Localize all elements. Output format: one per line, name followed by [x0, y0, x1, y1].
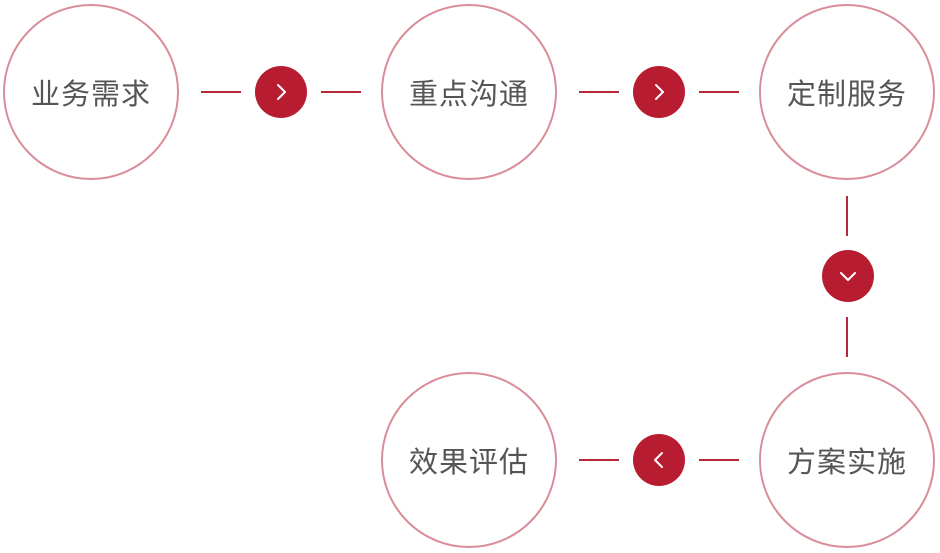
connector-line: [699, 91, 739, 93]
next-arrow-button[interactable]: [255, 66, 307, 118]
down-arrow-button[interactable]: [822, 250, 874, 302]
step-custom-service[interactable]: 定制服务: [759, 4, 935, 180]
step-label: 方案实施: [786, 445, 907, 479]
step-business-needs[interactable]: 业务需求: [3, 4, 179, 180]
step-label: 重点沟通: [408, 77, 529, 111]
connector-line: [579, 459, 619, 461]
chevron-right-icon: [277, 84, 286, 100]
connector-line: [846, 317, 848, 357]
step-plan-implementation[interactable]: 方案实施: [759, 372, 935, 548]
step-key-communication[interactable]: 重点沟通: [381, 4, 557, 180]
step-label: 效果评估: [408, 445, 529, 479]
connector-line: [321, 91, 361, 93]
next-arrow-button[interactable]: [633, 66, 685, 118]
prev-arrow-button[interactable]: [633, 434, 685, 486]
connector-line: [579, 91, 619, 93]
connector-line: [699, 459, 739, 461]
chevron-left-icon: [654, 452, 663, 468]
step-label: 业务需求: [30, 77, 151, 111]
chevron-right-icon: [655, 84, 664, 100]
chevron-down-icon: [840, 272, 856, 281]
step-label: 定制服务: [786, 77, 907, 111]
connector-line: [201, 91, 241, 93]
connector-line: [846, 196, 848, 236]
step-effect-evaluation[interactable]: 效果评估: [381, 372, 557, 548]
